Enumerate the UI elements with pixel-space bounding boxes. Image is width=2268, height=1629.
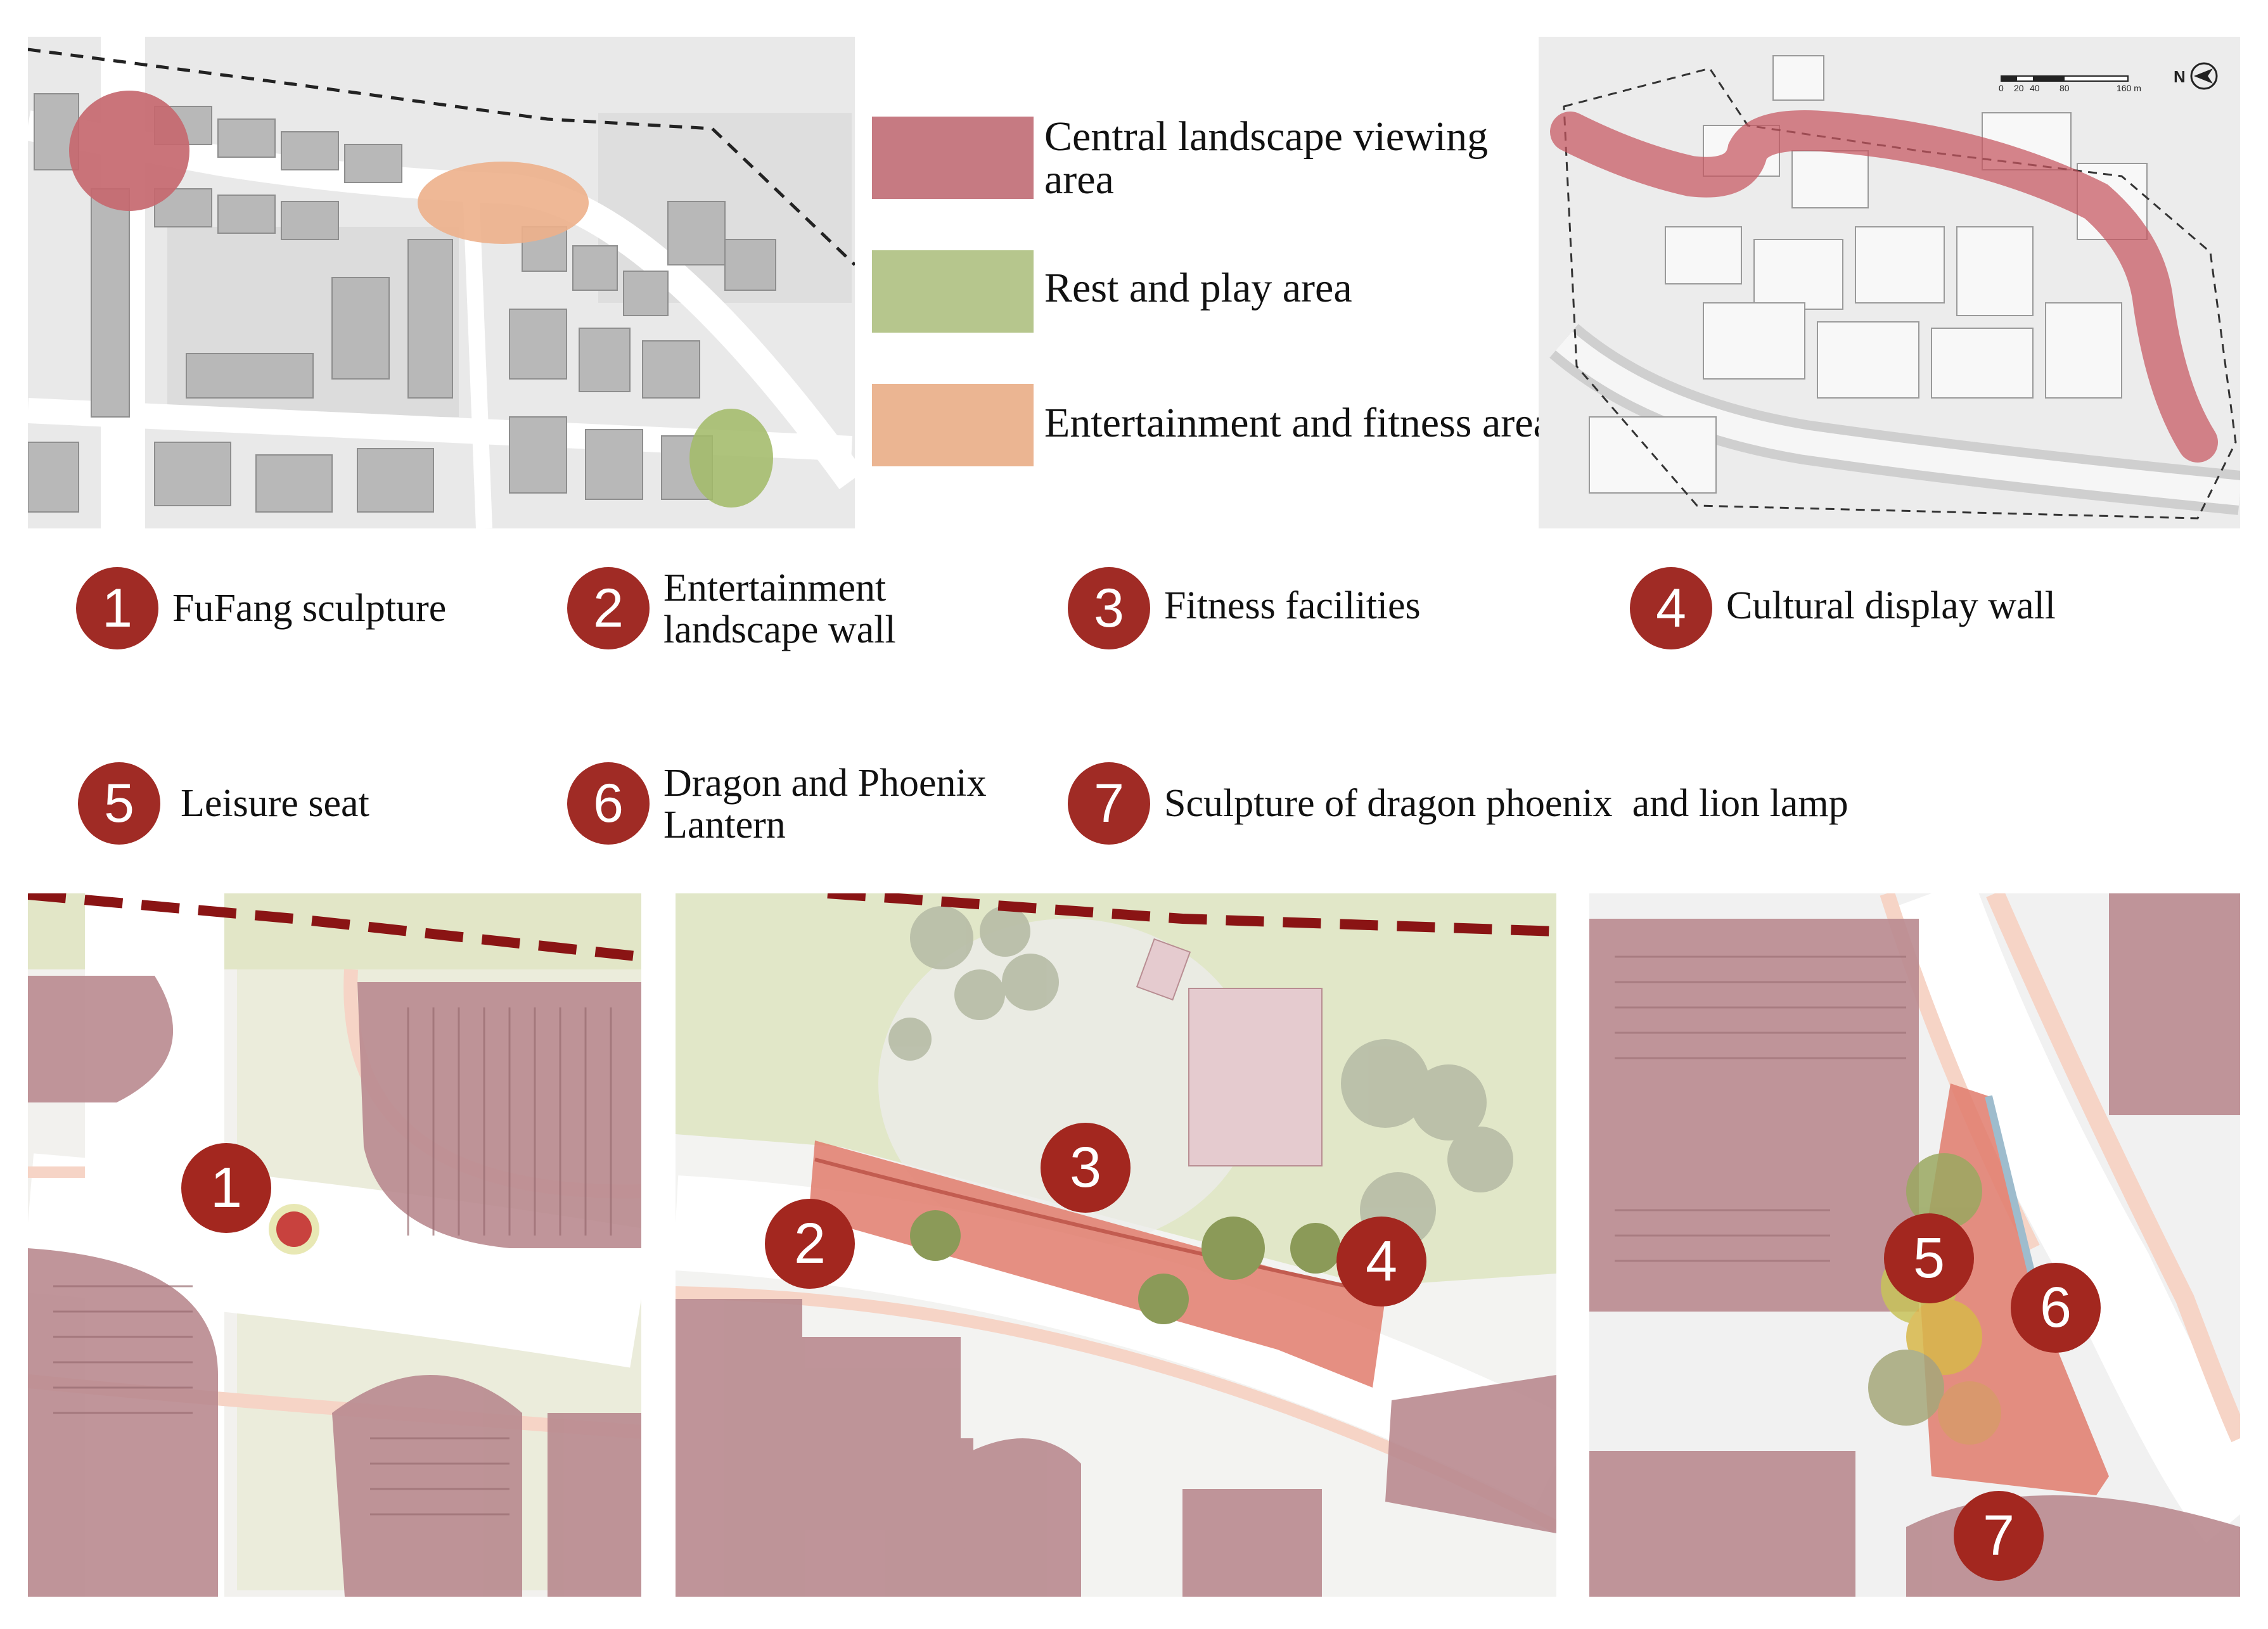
scale-tick-160: 160 m (2117, 83, 2141, 93)
key-item-7: 7 Sculpture of dragon phoenix and lion l… (1068, 762, 2018, 851)
key-badge-1: 1 (76, 567, 158, 649)
site-map-overview (28, 37, 855, 528)
site-map-drawing (28, 37, 855, 528)
town-map-drawing: 0 20 40 80 160 m N (1539, 37, 2240, 528)
map-badge-7: 7 (1954, 1491, 2044, 1581)
key-label-6: Dragon and Phoenix Lantern (663, 762, 987, 846)
key-label-7: Sculpture of dragon phoenix and lion lam… (1164, 782, 1848, 825)
map-badge-2: 2 (765, 1199, 855, 1289)
key-item-4: 4 Cultural display wall (1630, 567, 2200, 656)
key-label-2: Entertainment landscape wall (663, 566, 896, 651)
key-badge-7: 7 (1068, 762, 1150, 845)
detail-plan-fitness: 2 3 4 (676, 893, 1556, 1597)
key-item-1: 1 FuFang sculpture (76, 567, 520, 656)
key-item-3: 3 Fitness facilities (1068, 567, 1511, 656)
key-label-3: Fitness facilities (1164, 584, 1421, 627)
key-item-5: 5 Leisure seat (78, 762, 522, 851)
town-location-map: 0 20 40 80 160 m N (1539, 37, 2240, 528)
map-badge-3: 3 (1041, 1123, 1131, 1213)
key-badge-3: 3 (1068, 567, 1150, 649)
detail-plan-lantern: 5 6 7 (1589, 893, 2240, 1597)
key-item-6: 6 Dragon and Phoenix Lantern (567, 762, 1011, 851)
scale-tick-0: 0 (1999, 83, 2004, 93)
legend-central: Central landscape viewing area (872, 115, 1569, 204)
legend-swatch-central (872, 117, 1034, 199)
legend-entertainment: Entertainment and fitness area (872, 384, 1569, 473)
scale-bar: 0 20 40 80 160 m (1999, 75, 2141, 93)
map-badge-1: 1 (181, 1143, 271, 1233)
legend-rest: Rest and play area (872, 250, 1569, 339)
legend-swatch-rest (872, 250, 1034, 333)
detail-plan-1-drawing (28, 893, 641, 1597)
scale-tick-20: 20 (2014, 83, 2024, 93)
key-label-5: Leisure seat (181, 782, 369, 825)
key-badge-6: 6 (567, 762, 650, 845)
legend-label-central: Central landscape viewing area (1044, 113, 1489, 203)
scale-tick-40: 40 (2030, 83, 2040, 93)
key-item-2: 2 Entertainment landscape wall (567, 567, 1011, 656)
scale-tick-80: 80 (2060, 83, 2070, 93)
key-label-4: Cultural display wall (1726, 584, 2056, 627)
legend-swatch-entertainment (872, 384, 1034, 466)
detail-plan-sculpture: 1 (28, 893, 641, 1597)
key-badge-5: 5 (78, 762, 160, 845)
key-badge-4: 4 (1630, 567, 1712, 649)
map-badge-6: 6 (2011, 1263, 2101, 1353)
north-arrow-icon: N (2174, 62, 2218, 90)
key-badge-2: 2 (567, 567, 650, 649)
map-badge-4: 4 (1336, 1217, 1426, 1306)
map-badge-5: 5 (1884, 1213, 1974, 1303)
legend-label-entertainment: Entertainment and fitness area (1044, 400, 1552, 446)
north-label: N (2174, 67, 2186, 86)
key-label-1: FuFang sculpture (172, 587, 447, 630)
legend-label-rest: Rest and play area (1044, 265, 1352, 311)
